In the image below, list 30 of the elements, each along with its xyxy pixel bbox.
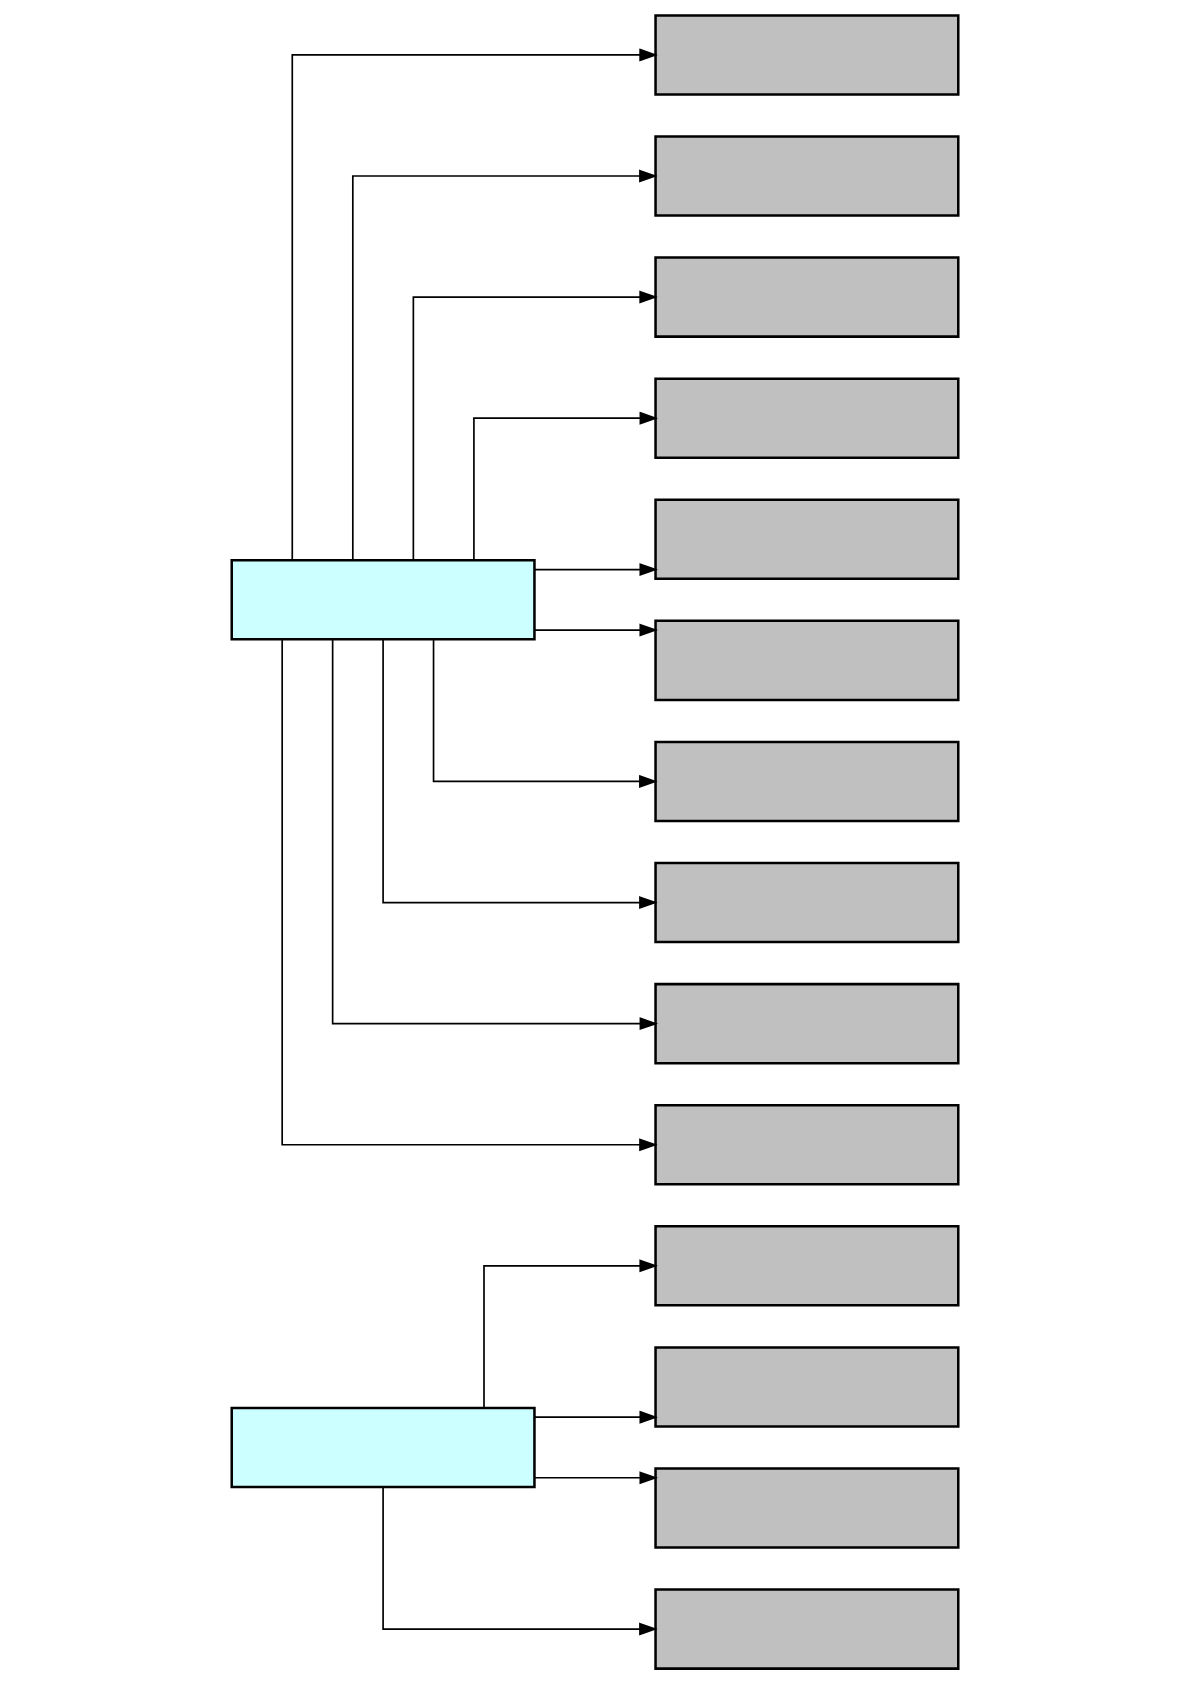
arrow bbox=[483, 1259, 658, 1409]
arrow bbox=[473, 411, 659, 561]
node-box bbox=[654, 14, 960, 96]
arrow bbox=[382, 638, 658, 910]
node-box bbox=[654, 619, 960, 702]
node-box bbox=[654, 135, 960, 217]
node-box bbox=[654, 1346, 960, 1428]
arrow bbox=[534, 1410, 658, 1424]
arrow bbox=[382, 1486, 658, 1636]
arrow bbox=[291, 48, 658, 562]
arrow bbox=[534, 1471, 658, 1485]
arrow bbox=[352, 169, 658, 561]
node-box bbox=[654, 1467, 960, 1549]
node-box bbox=[654, 498, 960, 581]
arrow bbox=[412, 290, 658, 562]
node-box bbox=[230, 559, 536, 641]
node-box bbox=[654, 1103, 960, 1186]
node-box bbox=[654, 256, 960, 338]
node-box bbox=[654, 377, 960, 459]
node-box bbox=[654, 740, 960, 823]
node-box bbox=[654, 1225, 960, 1307]
arrow bbox=[331, 638, 659, 1031]
arrow bbox=[432, 638, 658, 788]
arrow bbox=[281, 638, 658, 1152]
arrow bbox=[534, 563, 658, 577]
arrow bbox=[534, 623, 658, 637]
node-box bbox=[654, 982, 960, 1065]
node-box bbox=[654, 861, 960, 944]
node-box bbox=[654, 1588, 960, 1670]
node-box bbox=[230, 1406, 536, 1489]
